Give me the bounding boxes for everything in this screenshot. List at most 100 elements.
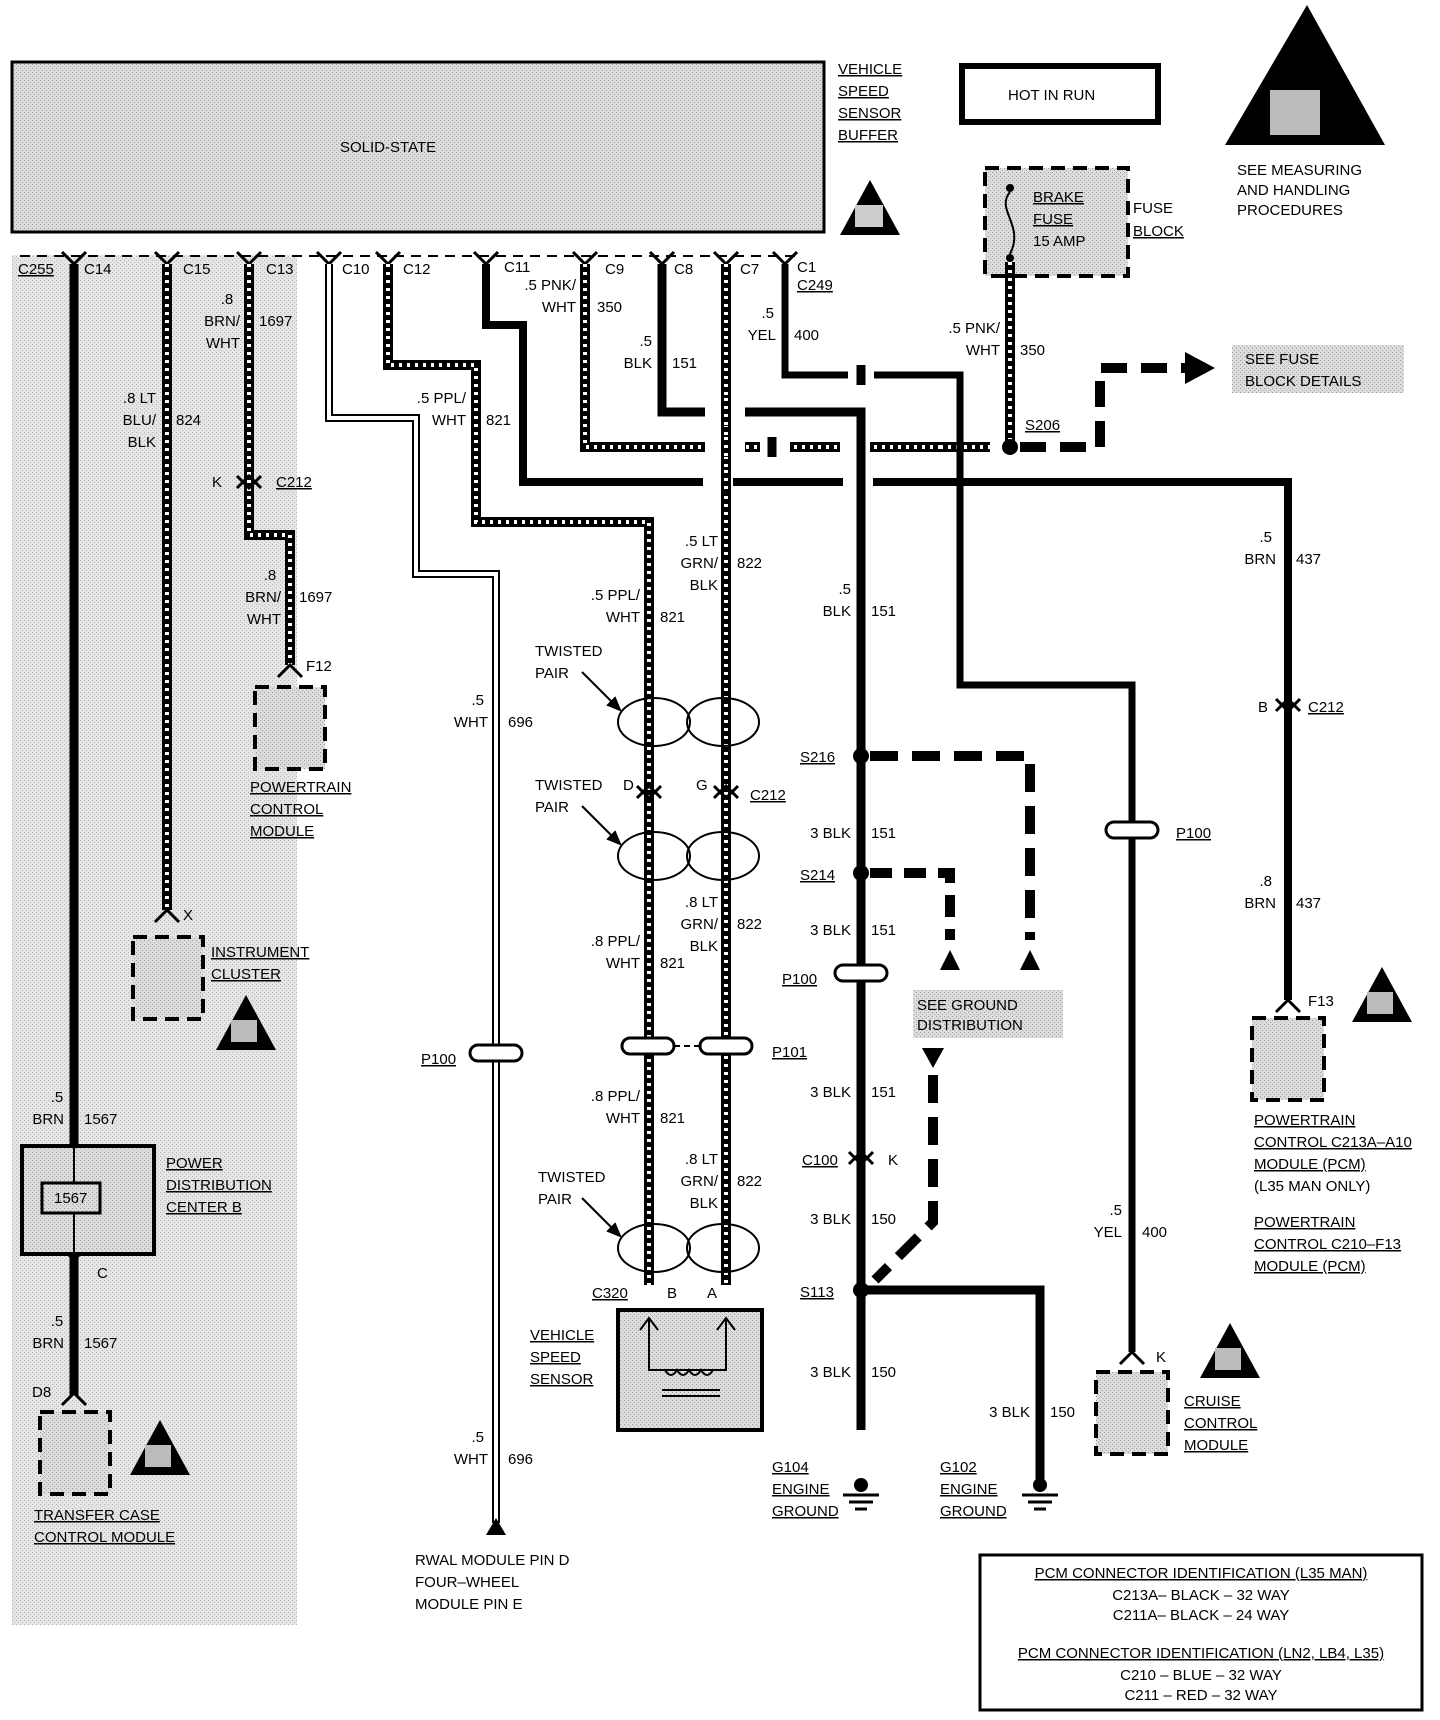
wire-437 xyxy=(482,264,1292,1000)
wire-label: WHT xyxy=(966,342,1000,359)
wire-label: BLK xyxy=(690,577,718,594)
esd-warning-icon xyxy=(1225,5,1385,145)
ground-label: ENGINE xyxy=(772,1481,830,1498)
connector-k: K xyxy=(1156,1349,1166,1366)
wire-label: WHT xyxy=(606,955,640,972)
wire-label: .5 xyxy=(51,1089,64,1106)
connector-pin xyxy=(276,662,304,679)
hot-in-run-box xyxy=(959,63,1161,125)
esd-warning-icon xyxy=(1352,967,1412,1022)
twisted-pair-ellipses xyxy=(617,697,760,1273)
wire-label: WHT xyxy=(432,412,466,429)
arrow-down-icon xyxy=(486,1518,506,1535)
instrument-cluster-box xyxy=(131,935,205,1021)
wire-label: 437 xyxy=(1296,895,1321,912)
cruise-label: CONTROL xyxy=(1184,1415,1257,1432)
see-fuse-line: BLOCK DETAILS xyxy=(1245,373,1361,390)
wire-label: GRN/ xyxy=(681,916,719,933)
pdc-label: CENTER B xyxy=(166,1199,242,1216)
ground-icon xyxy=(1022,1478,1058,1511)
fuse-name: FUSE xyxy=(1033,211,1073,228)
pcm-left-box xyxy=(253,685,327,771)
wire-label: BRN xyxy=(32,1335,64,1352)
wire-label: 400 xyxy=(1142,1224,1167,1241)
wire-label: 350 xyxy=(597,299,622,316)
wire-label: .5 PPL/ xyxy=(417,390,467,407)
twisted-pair-label: TWISTED xyxy=(538,1169,606,1186)
wire-label: .8 LT xyxy=(123,390,156,407)
pcm-id-line: C213A– BLACK – 32 WAY xyxy=(1112,1587,1290,1604)
wire-label: .8 PPL/ xyxy=(591,1088,641,1105)
wire-821 xyxy=(386,264,651,1285)
connector-pin xyxy=(235,473,263,490)
ground-icon xyxy=(843,1478,879,1511)
wire-label: .5 xyxy=(838,581,851,598)
vss-label: VEHICLE xyxy=(530,1327,594,1344)
pcm-id-title: PCM CONNECTOR IDENTIFICATION (L35 MAN) xyxy=(1035,1565,1368,1582)
connector-c8: C8 xyxy=(674,261,693,278)
wire-label: BLK xyxy=(624,355,652,372)
pcm-id-line: C211 – RED – 32 WAY xyxy=(1124,1687,1277,1704)
wire-label: GRN/ xyxy=(681,1173,719,1190)
dashed-lead xyxy=(1020,363,1185,452)
pcm-right-label: POWERTRAIN xyxy=(1254,1112,1355,1129)
wire-label: .5 PNK/ xyxy=(948,320,1001,337)
arrow-up-icon xyxy=(940,950,960,970)
wire-label: BLK xyxy=(690,1195,718,1212)
connector-p100: P100 xyxy=(421,1051,456,1068)
buffer-title-line: SPEED xyxy=(838,83,889,100)
connector-label: B xyxy=(667,1285,677,1302)
wire-label: 151 xyxy=(672,355,697,372)
ground-label: GROUND xyxy=(772,1503,839,1520)
pdc-inner-box xyxy=(40,1181,102,1215)
twisted-pair-label: PAIR xyxy=(538,1191,572,1208)
wire-label: 437 xyxy=(1296,551,1321,568)
wire-label: 400 xyxy=(794,327,819,344)
vss-label: SPEED xyxy=(530,1349,581,1366)
twisted-pair-label: TWISTED xyxy=(535,643,603,660)
wire-label: BRN/ xyxy=(245,589,282,606)
wire-label: WHT xyxy=(206,335,240,352)
tccm-box xyxy=(38,1410,112,1496)
wire-label: BLU/ xyxy=(123,412,157,429)
arrow-up-icon xyxy=(1020,950,1040,970)
wire-label: 822 xyxy=(737,555,762,572)
see-ground-line: DISTRIBUTION xyxy=(917,1017,1023,1034)
wire-label: 151 xyxy=(871,603,896,620)
wire-label: GRN/ xyxy=(681,555,719,572)
esd-note-line: PROCEDURES xyxy=(1237,202,1343,219)
splice-s216 xyxy=(853,748,869,764)
connector-label: A xyxy=(707,1285,717,1302)
pdc-label: POWER xyxy=(166,1155,223,1172)
wire-400 xyxy=(781,264,1136,1352)
wire-label: .5 xyxy=(471,692,484,709)
wire-label: BLK xyxy=(128,434,156,451)
connector-label: C212 xyxy=(1308,699,1344,716)
rwal-label: FOUR–WHEEL xyxy=(415,1574,519,1591)
instrument-label: CLUSTER xyxy=(211,966,281,983)
connector-c7: C7 xyxy=(740,261,759,278)
wire-label: 824 xyxy=(176,412,201,429)
connector-f12: F12 xyxy=(306,658,332,675)
wire-label: .5 xyxy=(471,1429,484,1446)
connector-label: C320 xyxy=(592,1285,628,1302)
ground-label: G102 xyxy=(940,1459,977,1476)
wire-label: BLK xyxy=(823,603,851,620)
see-fuse-block-box xyxy=(1232,345,1404,393)
wire-label: 821 xyxy=(660,955,685,972)
rwal-label: RWAL MODULE PIN D xyxy=(415,1552,570,1569)
wire-label: 150 xyxy=(871,1364,896,1381)
wire-label: 822 xyxy=(737,916,762,933)
cruise-label: MODULE xyxy=(1184,1437,1248,1454)
wire-label: .8 PPL/ xyxy=(591,933,641,950)
tccm-label: TRANSFER CASE xyxy=(34,1507,160,1524)
wire-label: 1697 xyxy=(299,589,332,606)
connector-pin xyxy=(153,907,181,924)
inline-connectors xyxy=(468,820,1160,1063)
twisted-pair-arrows xyxy=(581,671,622,1238)
wire-label: WHT xyxy=(606,1110,640,1127)
connector-f13: F13 xyxy=(1308,993,1334,1010)
wire-label: 821 xyxy=(660,609,685,626)
connector-d8: D8 xyxy=(32,1384,51,1401)
wire-label: BRN xyxy=(1244,895,1276,912)
